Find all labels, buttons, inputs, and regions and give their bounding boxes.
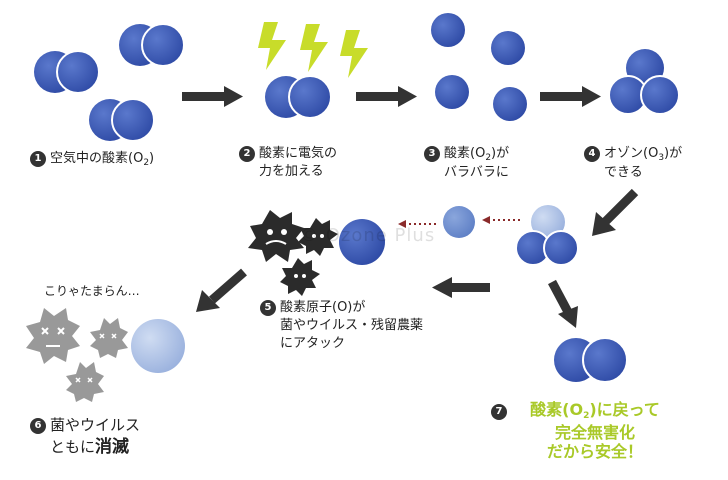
step-number-1: 1 (30, 151, 46, 167)
grey-germ-icon (90, 318, 128, 358)
step-number-4: 4 (584, 146, 600, 162)
o2-molecule-1 (34, 50, 100, 94)
step-number-2: 2 (239, 146, 255, 162)
step-number-7: 7 (491, 404, 507, 420)
step-number-6: 6 (30, 418, 46, 434)
oxygen-atom-spent (131, 319, 185, 373)
arrow-icon (182, 86, 243, 107)
arrow-icon (432, 277, 490, 298)
step7-label: 酸素(O2)に戻って 完全無害化 だから安全！ (530, 400, 660, 461)
step4-label: オゾン(O3)が できる (604, 146, 683, 180)
arrow-icon (540, 86, 601, 107)
step-number-3: 3 (424, 146, 440, 162)
o2-molecule-restored (554, 337, 628, 383)
grey-germ-icon (66, 362, 104, 402)
step5-label: 酸素原子(O)が 菌やウイルス・残留農薬 にアタック (280, 300, 424, 351)
arrow-icon (548, 279, 578, 328)
oxygen-atoms-split (431, 13, 527, 121)
step2-label: 酸素に電気の力を加える (259, 146, 338, 179)
arrow-icon (592, 188, 639, 236)
o2-molecule-energized (265, 75, 332, 119)
grey-germ-icon (26, 308, 80, 364)
dotted-arrow-icon (398, 216, 520, 228)
step-number-5: 5 (260, 300, 276, 316)
oxygen-atom-attacking (339, 219, 385, 265)
lightning-icon (258, 22, 368, 78)
dark-germ-icon (298, 218, 338, 256)
arrow-icon (356, 86, 417, 107)
germ-speech-text: こりゃたまらん… (44, 284, 140, 298)
o2-molecule-3 (89, 98, 155, 142)
arrow-icon (196, 268, 247, 312)
oxygen-atom-traveling (443, 206, 475, 238)
dark-germ-icon (248, 210, 304, 262)
step6-label: 菌やウイルス ともに消滅 (50, 416, 141, 457)
step1-label: 空気中の酸素(O2) (50, 151, 155, 168)
o2-molecule-2 (119, 23, 185, 67)
dark-germ-icon (280, 258, 320, 296)
ozone-releasing-atom (515, 205, 579, 266)
step3-label: 酸素(O2)が バラバラに (444, 146, 510, 180)
ozone-molecule (608, 49, 680, 115)
watermark: © Ozone Plus (300, 225, 436, 246)
